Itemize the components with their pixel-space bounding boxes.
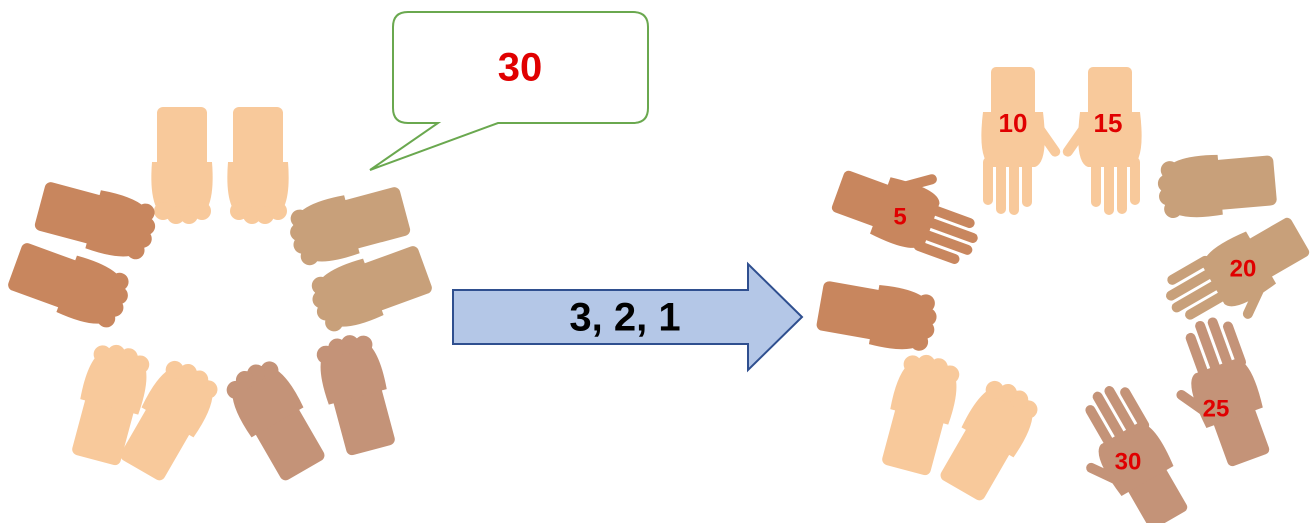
fist-icon [227, 107, 289, 224]
speech-bubble-text: 30 [498, 46, 543, 90]
count-label: 5 [893, 203, 906, 230]
count-label: 30 [1115, 448, 1142, 475]
right-hands-group: 5 10 15 20 25 30 [814, 67, 1313, 523]
fist-icon [151, 107, 213, 224]
open-hand-icon [1060, 67, 1142, 215]
open-hand-icon [981, 67, 1063, 215]
countdown-text: 3, 2, 1 [569, 296, 680, 340]
count-label: 20 [1230, 255, 1257, 282]
fist-icon [814, 274, 941, 356]
countdown-arrow: 3, 2, 1 [452, 261, 804, 373]
fist-icon [219, 353, 332, 486]
fist-icon [32, 175, 161, 265]
count-label: 15 [1094, 108, 1123, 138]
speech-bubble: 30 [369, 11, 649, 171]
count-label: 25 [1203, 395, 1230, 422]
count-label: 10 [999, 108, 1028, 138]
left-hands-group [4, 107, 436, 486]
fist-icon [312, 329, 402, 458]
open-hand-icon [1153, 310, 1280, 477]
open-hand-icon [827, 143, 994, 271]
fist-icon [1155, 149, 1278, 221]
